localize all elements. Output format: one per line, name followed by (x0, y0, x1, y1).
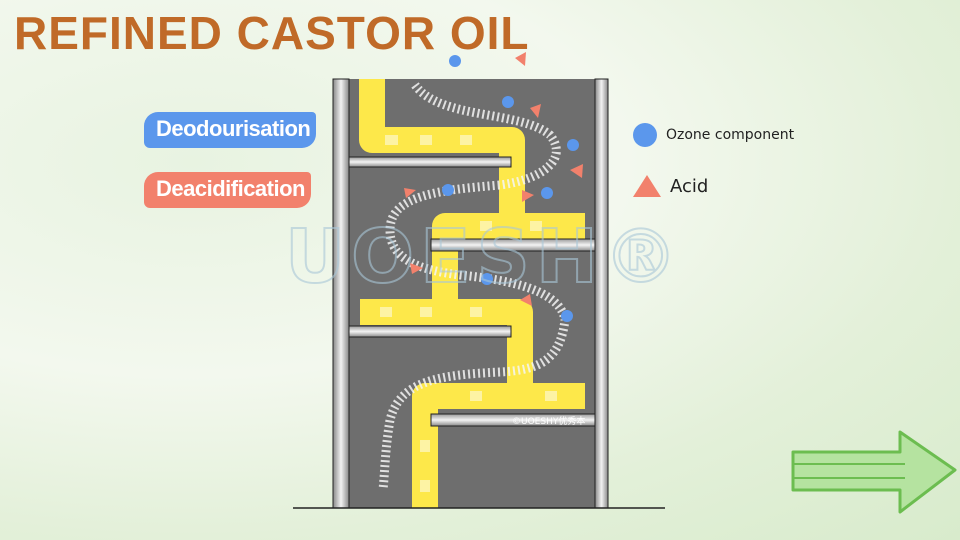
acid-particles (404, 52, 583, 306)
deodourisation-label: Deodourisation (144, 112, 317, 148)
watermark: UOESH® (285, 214, 684, 300)
ozone-particles (442, 55, 579, 322)
triangle-icon (633, 175, 661, 197)
legend-label: Acid (670, 175, 709, 197)
legend-acid: Acid (632, 174, 708, 198)
blue-circle-icon (633, 123, 657, 147)
vapour-trail (378, 82, 570, 491)
shelf (348, 325, 512, 338)
deacidification-label: Deacidification (144, 172, 311, 208)
next-arrow-icon[interactable] (791, 430, 957, 514)
legend-label: Ozone component (666, 127, 795, 143)
page-title: REFINED CASTOR OIL (14, 7, 530, 59)
credit-text: ©UOESHY优秀本 (512, 415, 585, 427)
legend-ozone: Ozone component (632, 122, 794, 148)
oil-stripes (380, 135, 557, 492)
shelf (348, 156, 512, 168)
